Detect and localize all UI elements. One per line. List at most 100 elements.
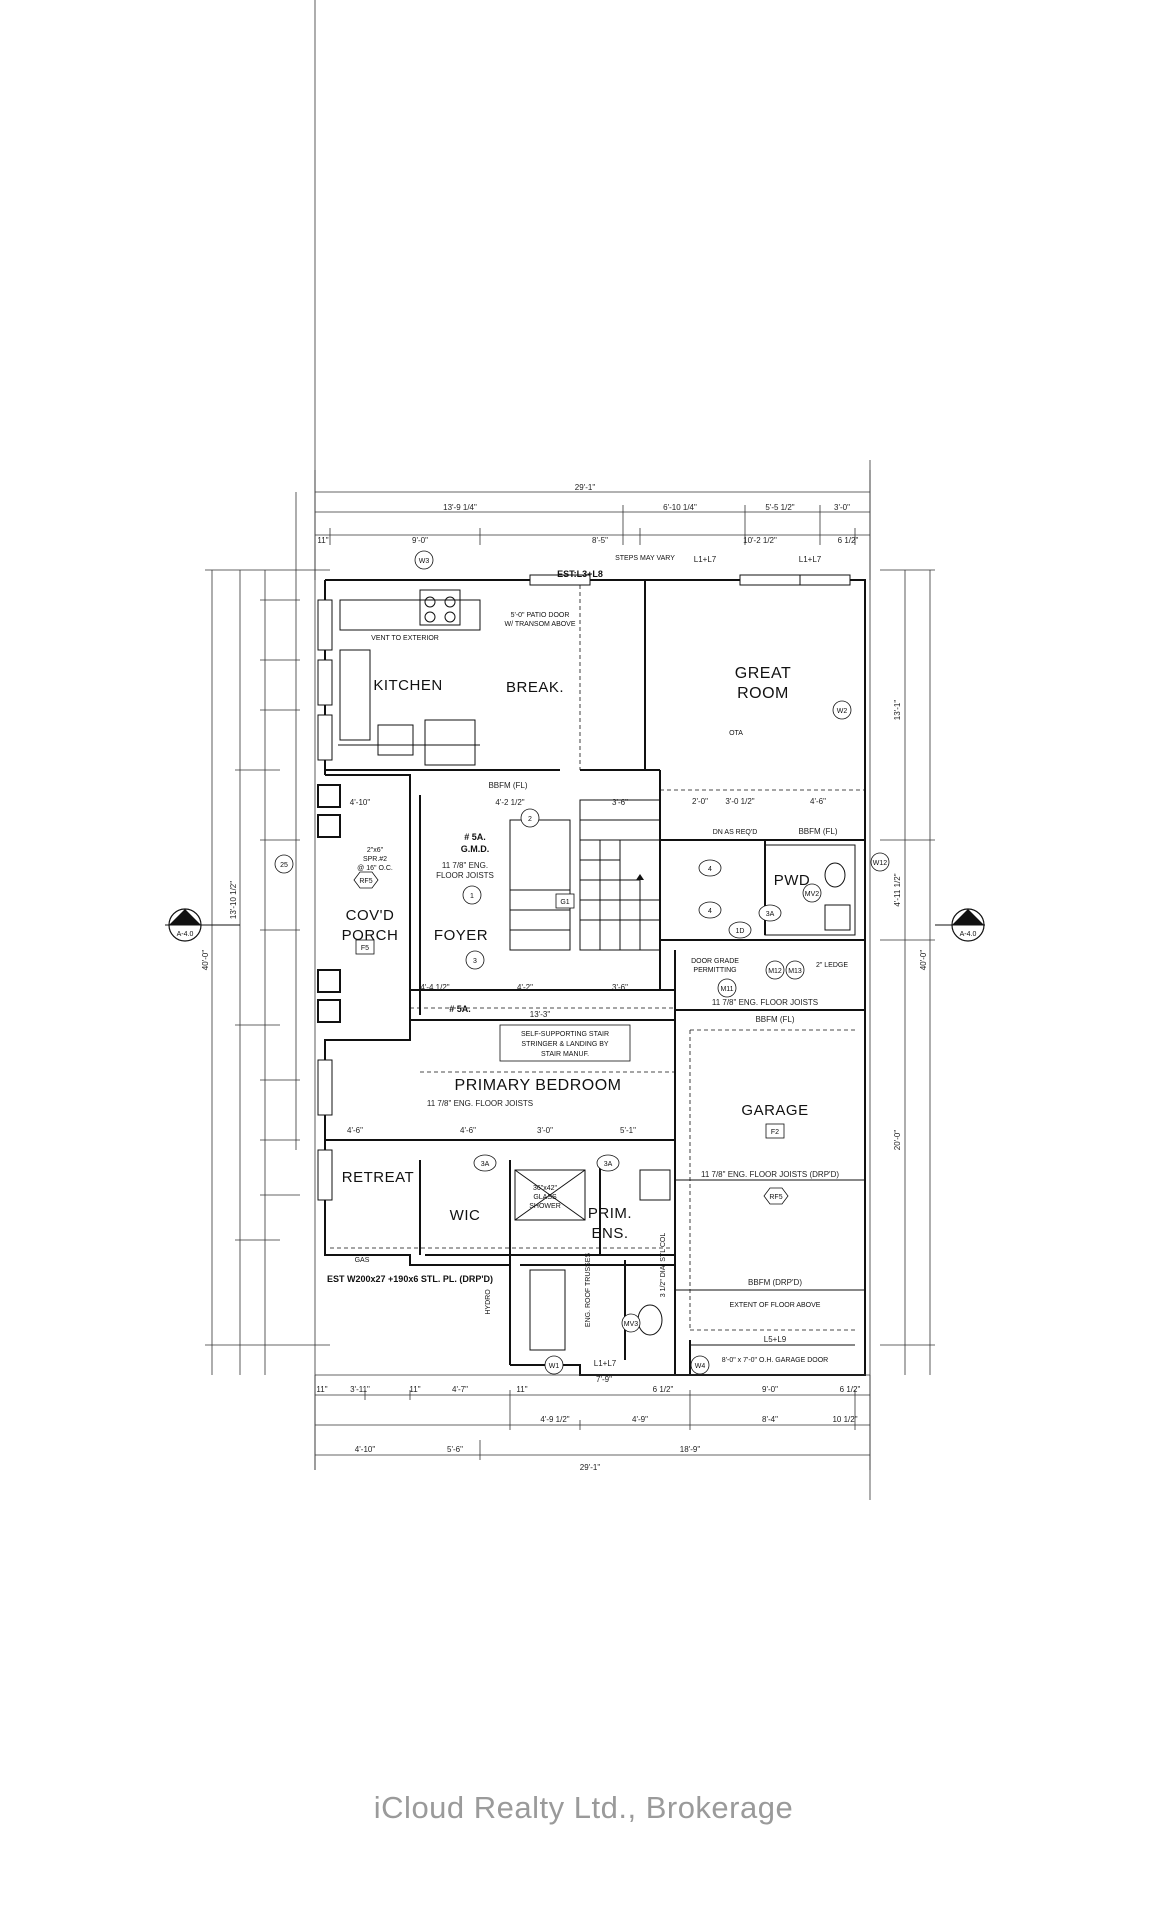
dim-int-d: 4'-4 1/2" [420,983,449,992]
note-dn-as-reqd: DN AS REQ'D [713,829,758,836]
tag-w4: W4 [695,1363,706,1370]
note-l1l7-b: L1+L7 [799,555,822,564]
note-5a-2: # 5A. [449,1004,471,1014]
dim-bot2-b: 4'-9" [632,1415,648,1424]
note-l1l7-bot: L1+L7 [594,1359,617,1368]
tag-mv2: MV2 [805,891,820,898]
tag-w12: W12 [873,860,888,867]
dim-bot1-e: 11" [516,1385,527,1394]
note-door-grade-1: DOOR GRADE [691,958,739,965]
note-door-grade-2: PERMITTING [693,967,736,974]
room-garage: GARAGE [741,1102,808,1119]
note-joists-1: 11 7/8" ENG. [442,861,488,870]
annotation-notes: EST:L3+L8 STEPS MAY VARY L1+L7 L1+L7 5'-… [327,555,848,1368]
dim-row2-b: 9'-0" [412,536,428,545]
dim-int-l: 2'-0" [692,797,708,806]
dim-bot2-a: 4'-9 1/2" [540,1415,569,1424]
room-kitchen: KITCHEN [373,677,442,694]
tag-g1: G1 [560,899,569,906]
room-break: BREAK. [506,679,564,696]
note-spr2: SPR.#2 [363,856,387,863]
room-covd-porch-1: COV'D [346,907,395,924]
note-spr3: @ 16" O.C. [357,865,393,872]
dim-right-c: 20'-0" [893,1130,902,1151]
note-ledge: 2" LEDGE [816,962,848,969]
tag-d1d: 1D [736,928,745,935]
room-wic: WIC [450,1207,481,1224]
note-extent-floor: EXTENT OF FLOOR ABOVE [730,1302,821,1309]
note-5a-1: # 5A. [464,832,486,842]
powder-fixtures [764,844,856,936]
garage-area [675,1029,865,1346]
tag-m13: M13 [788,968,802,975]
section-num-right: 1 [966,916,970,923]
tag-rf5-2: RF5 [769,1194,782,1201]
dim-bot1-g: 6 1/2" [653,1385,674,1394]
tag-f5: F5 [361,945,369,952]
kitchen-fixtures [338,585,581,770]
note-steel-col: 3 1/2" DIA. STL COL [660,1233,667,1298]
note-patio-door-1: 5'-0" PATIO DOOR [511,612,570,619]
tag-d4-1: 4 [708,866,712,873]
dim-bot1-f: 7'-9" [596,1375,612,1384]
room-prim-ens-2: ENS. [591,1225,628,1242]
tag-d3a-3: 3A [766,911,775,918]
note-gas: GAS [355,1257,370,1264]
room-great-2: ROOM [737,685,789,702]
tag-w3: W3 [419,558,430,565]
section-marker-right: 1 A-4.0 [935,908,985,942]
note-patio-door-2: W/ TRANSOM ABOVE [504,621,575,628]
note-garage-door: 8'-0" x 7'-0" O.H. GARAGE DOOR [722,1357,828,1364]
dim-int-f: 3'-6" [612,983,628,992]
tag-d2: 2 [528,816,532,823]
room-pwd: PWD [774,872,811,889]
dim-overall-top: 29'-1" [575,483,596,492]
note-bbfm-drpd: BBFM (DRP'D) [748,1278,802,1287]
note-l1l7-a: L1+L7 [694,555,717,564]
section-marker-left: 1 A-4.0 [165,908,240,942]
top-dimensions: 29'-1" 13'-9 1/4" 6'-10 1/4" 5'-5 1/2" 3… [295,460,871,1500]
stair [509,799,661,951]
dim-bot2-c: 8'-4" [762,1415,778,1424]
dim-left-a: 13'-10 1/2" [229,881,238,919]
tag-m12: M12 [768,968,782,975]
dim-bot3-b: 5'-6" [447,1445,463,1454]
dim-bot1-b: 3'-11" [350,1385,370,1394]
ensuite-fixtures [514,1169,671,1351]
right-dimensions: 13'-1" 4'-11 1/2" 20'-0" 40'-0" [880,569,935,1375]
left-dimensions: 40'-0" 13'-10 1/2" [201,569,330,1375]
note-gmd: G.M.D. [461,844,490,854]
note-stair-2: STRINGER & LANDING BY [521,1041,608,1048]
note-joists-garage: 11 7/8" ENG. FLOOR JOISTS (DRP'D) [701,1170,839,1179]
note-shower-2: GLASS [533,1194,557,1201]
dim-row2-c: 8'-5" [592,536,608,545]
dim-int-i: 4'-6" [460,1126,476,1135]
tag-w2: W2 [837,708,848,715]
dim-right-b: 4'-11 1/2" [893,873,902,906]
dim-top-c: 5'-5 1/2" [765,503,794,512]
dim-bot3-c: 18'-9" [680,1445,701,1454]
dim-overall-left: 40'-0" [201,950,210,971]
dim-int-b: 4'-2 1/2" [495,798,524,807]
note-cta: OTA [729,730,743,737]
note-vent: VENT TO EXTERIOR [371,635,439,642]
note-eng-roof: ENG. ROOF TRUSSES [585,1253,592,1327]
tag-25: 25 [280,862,288,869]
dim-int-a: 4'-10" [350,798,371,807]
note-l5l9: L5+L9 [764,1335,787,1344]
note-bbfm-2: BBFM (FL) [798,827,837,836]
note-shower-3: SHOWER [529,1203,561,1210]
dim-int-c: 3'-6" [612,798,628,807]
note-spr: 2"x6" [367,847,384,854]
note-stair-3: STAIR MANUF. [541,1051,589,1058]
section-ref-left: A-4.0 [177,931,194,938]
dim-row2-d: 10'-2 1/2" [743,536,777,545]
note-joists-3: 11 7/8" ENG. FLOOR JOISTS [427,1099,533,1108]
dim-row2-e: 6 1/2" [838,536,859,545]
tags: W3 W2 W12 W1 W4 1 2 3 3A 3A 3A 4 4 1D M1… [274,550,890,1375]
porch-columns [317,784,341,1023]
dim-top-b: 6'-10 1/4" [663,503,697,512]
tag-f2: F2 [771,1129,779,1136]
tag-mv3: MV3 [624,1321,639,1328]
dim-bot1-h: 9'-0" [762,1385,778,1394]
